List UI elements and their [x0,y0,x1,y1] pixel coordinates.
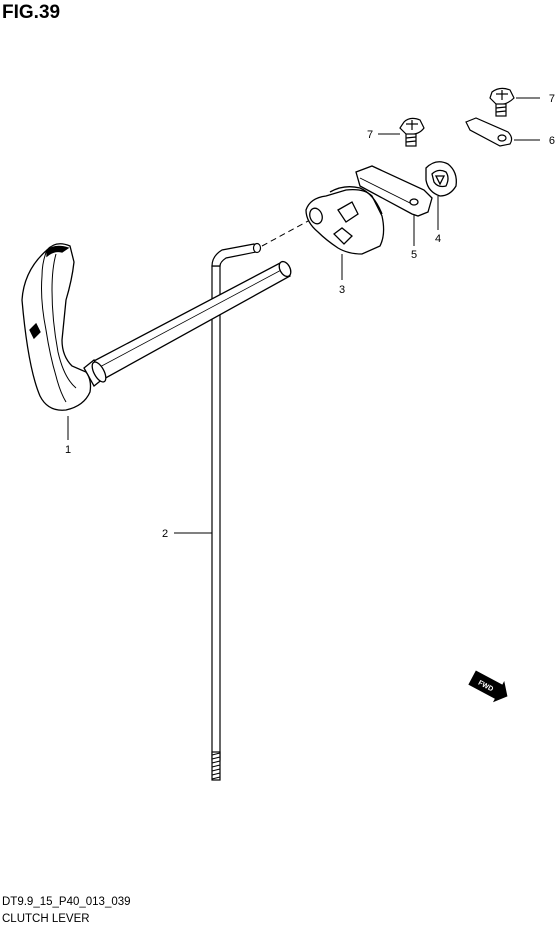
callout-4: 4 [435,233,441,245]
callout-7-right: 7 [549,93,555,105]
callout-5: 5 [411,249,417,261]
callout-7-left: 7 [367,129,373,141]
figure-caption: CLUTCH LEVER [2,913,90,925]
figure-code: DT9.9_15_P40_013_039 [2,896,131,908]
callout-3: 3 [339,284,345,296]
bushing[interactable] [425,161,457,197]
clutch-rod[interactable] [211,242,262,781]
small-plate[interactable] [465,117,513,147]
callout-6: 6 [549,135,555,147]
clutch-lever[interactable] [21,243,293,411]
callout-2: 2 [162,528,168,540]
lever-bracket[interactable] [305,186,385,255]
assembly-line [261,219,311,247]
bolt[interactable] [399,117,425,147]
callout-leaders [67,97,540,534]
lock-plate[interactable] [355,165,433,217]
figure-title: FIG.39 [2,2,61,23]
callout-1: 1 [65,444,71,456]
forward-direction-badge: FWD [468,670,508,703]
bolt[interactable] [489,87,515,117]
